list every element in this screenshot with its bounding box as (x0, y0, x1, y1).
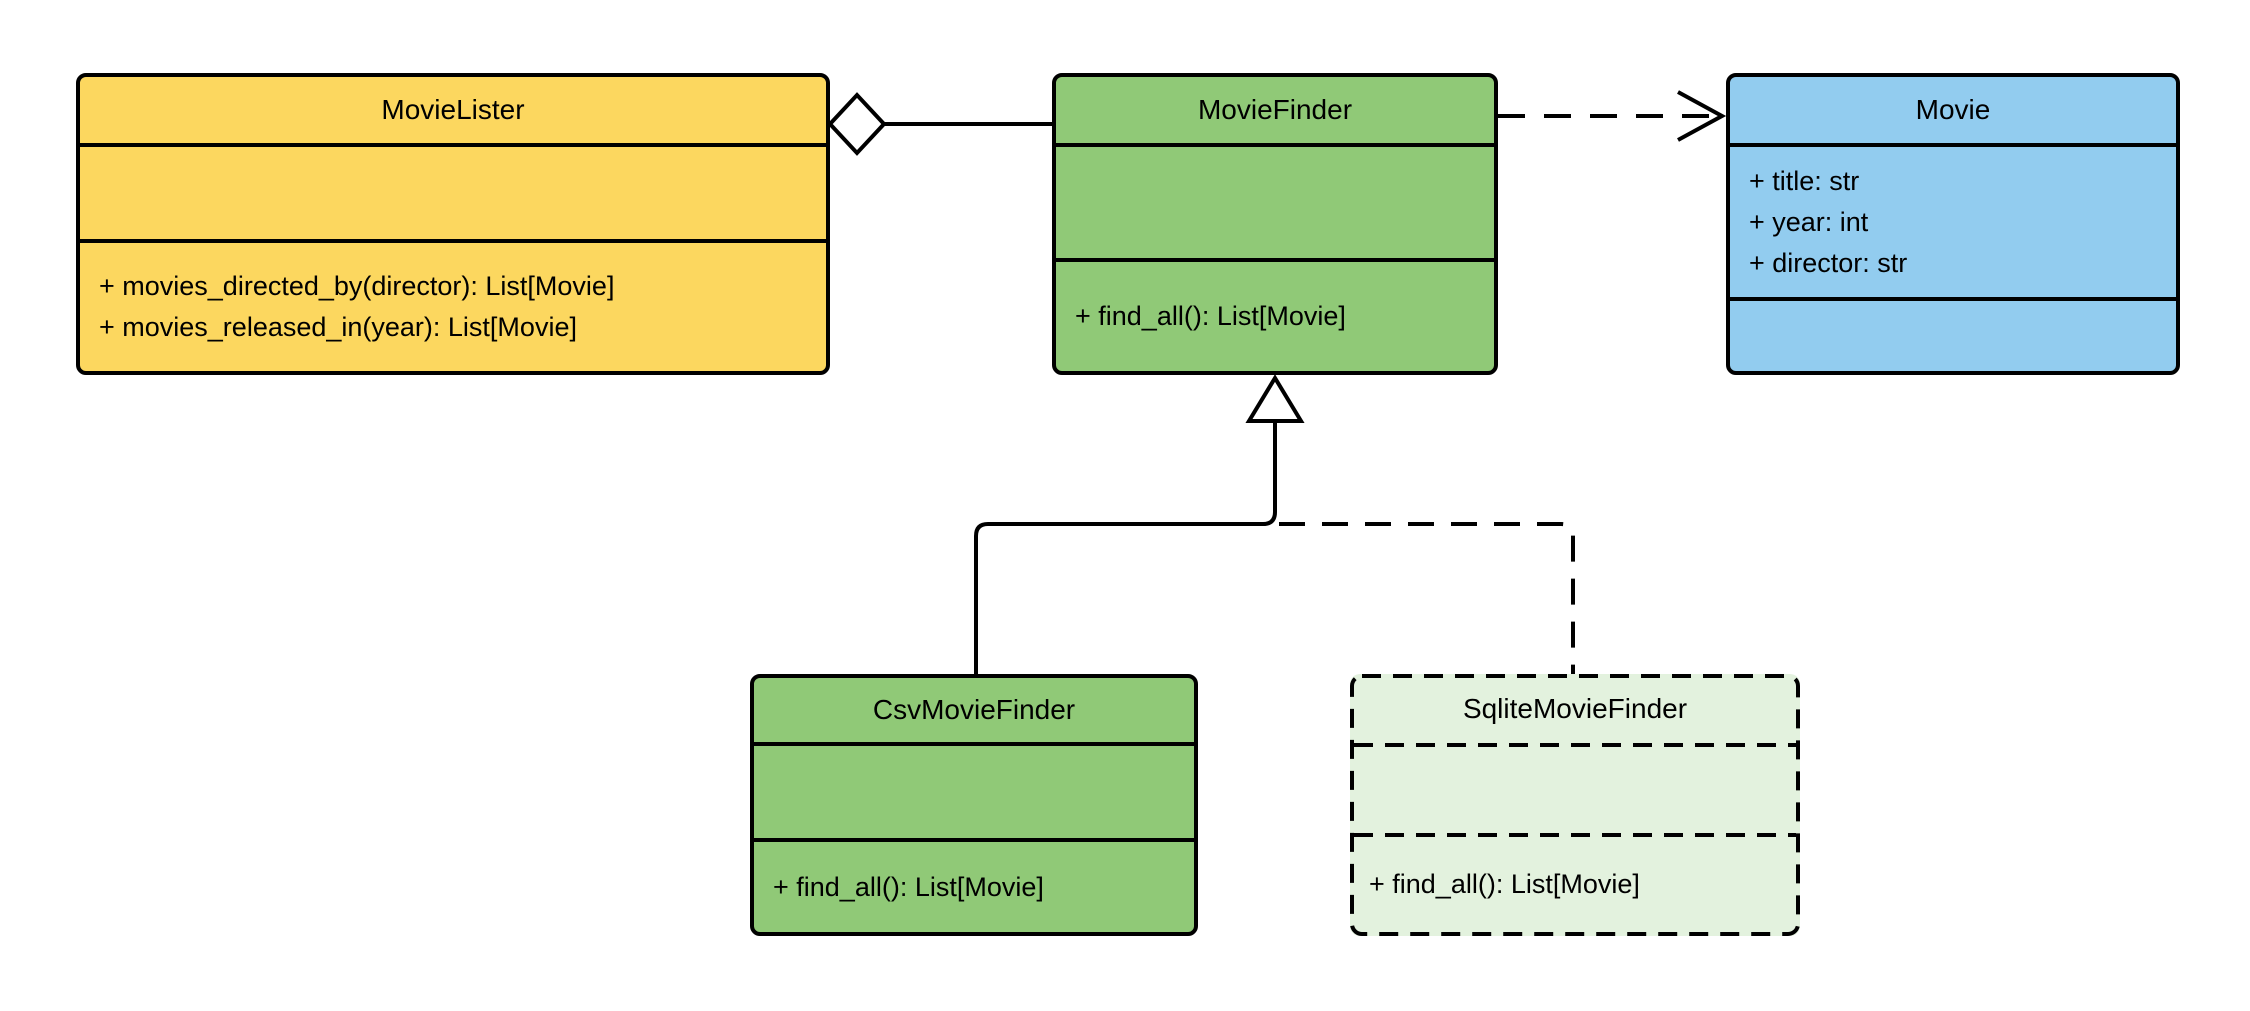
inheritance-connector-sqlite (1279, 522, 1575, 674)
class-methods-sqlitemoviefinder: + find_all(): List[Movie] (1350, 833, 1800, 936)
class-title-movielister: MovieLister (381, 94, 525, 125)
class-methods-moviefinder: + find_all(): List[Movie] (1056, 258, 1494, 371)
method-find-all-sqlitemoviefinder: + find_all(): List[Movie] (1369, 869, 1640, 899)
class-title-sqlitemoviefinder: SqliteMovieFinder (1462, 692, 1688, 724)
class-title-csvmoviefinder: CsvMovieFinder (872, 694, 1076, 725)
inheritance-connector-csv (974, 374, 1305, 674)
class-methods-csvmoviefinder: + find_all(): List[Movie] (754, 838, 1194, 932)
attribute-title: + title: str (1749, 165, 1860, 196)
class-box-movie: Movie + title: str + year: int + directo… (1726, 73, 2180, 375)
class-attributes-csvmoviefinder (754, 742, 1194, 838)
class-title-moviefinder: MovieFinder (1197, 94, 1353, 125)
class-methods-movie (1730, 297, 2176, 371)
aggregation-diamond-icon (827, 92, 887, 156)
class-attributes-movielister (80, 143, 826, 239)
class-attributes-moviefinder (1056, 143, 1494, 258)
class-box-csvmoviefinder: CsvMovieFinder + find_all(): List[Movie] (750, 674, 1198, 936)
class-box-movielister: MovieLister + movies_directed_by(directo… (76, 73, 830, 375)
dependency-open-arrow-icon (1677, 90, 1727, 142)
inheritance-solid-line (974, 421, 1277, 674)
dependency-connector (1498, 90, 1727, 142)
class-methods-movielister: + movies_directed_by(director): List[Mov… (80, 239, 826, 371)
class-attributes-sqlitemoviefinder (1350, 743, 1800, 833)
inheritance-dashed-line (1279, 522, 1575, 674)
method-find-all-csvmoviefinder: + find_all(): List[Movie] (773, 871, 1044, 902)
inheritance-triangle-icon (1245, 374, 1305, 423)
class-title-movie: Movie (1915, 94, 1991, 125)
class-box-moviefinder: MovieFinder + find_all(): List[Movie] (1052, 73, 1498, 375)
attribute-year: + year: int (1749, 206, 1869, 237)
class-attributes-movie: + title: str + year: int + director: str (1730, 143, 2176, 297)
method-find-all-moviefinder: + find_all(): List[Movie] (1075, 301, 1346, 331)
aggregation-connector (827, 92, 1052, 156)
class-box-sqlitemoviefinder: SqliteMovieFinder + find_all(): List[Mov… (1350, 674, 1800, 936)
method-movies-directed-by: + movies_directed_by(director): List[Mov… (99, 271, 615, 301)
method-movies-released-in: + movies_released_in(year): List[Movie] (99, 312, 577, 342)
attribute-director: + director: str (1749, 247, 1908, 278)
